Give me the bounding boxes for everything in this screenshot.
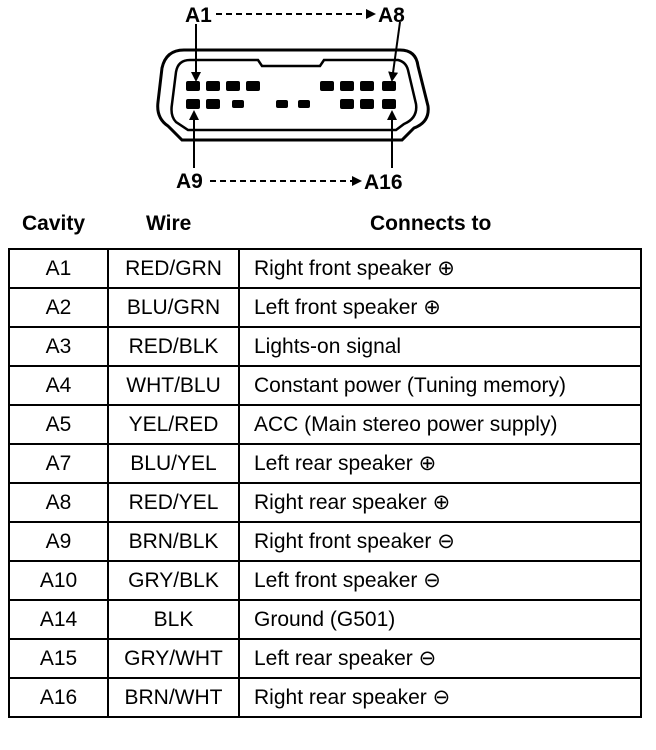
connector-housing-inner: [170, 58, 418, 132]
connects-to-cell: Right rear speaker ⊖: [238, 677, 642, 718]
wire-cell: GRY/BLK: [107, 560, 240, 601]
connects-to-cell: Left rear speaker ⊖: [238, 638, 642, 679]
wire-cell: BLU/YEL: [107, 443, 240, 484]
wire-cell: GRY/WHT: [107, 638, 240, 679]
connects-to-cell: Right front speaker ⊕: [238, 248, 642, 289]
header-cavity: Cavity: [22, 212, 86, 235]
header-wire: Wire: [146, 212, 192, 235]
cavity-cell: A8: [8, 482, 109, 523]
pin-label-a16: A16: [364, 171, 403, 194]
table-row: A14 BLK Ground (G501): [8, 599, 642, 640]
connects-to-cell: Right front speaker ⊖: [238, 521, 642, 562]
connects-to-cell: Right rear speaker ⊕: [238, 482, 642, 523]
pin-cavities: [186, 81, 396, 109]
cavity-cell: A16: [8, 677, 109, 718]
cavity-cell: A3: [8, 326, 109, 367]
connects-to-cell: Ground (G501): [238, 599, 642, 640]
wire-cell: BLK: [107, 599, 240, 640]
connects-to-cell: Left front speaker ⊖: [238, 560, 642, 601]
table-row: A8 RED/YEL Right rear speaker ⊕: [8, 482, 642, 523]
connects-to-cell: Lights-on signal: [238, 326, 642, 367]
table-row: A7 BLU/YEL Left rear speaker ⊕: [8, 443, 642, 484]
header-connects-to: Connects to: [370, 212, 492, 235]
wire-cell: RED/BLK: [107, 326, 240, 367]
connector-diagram: [156, 9, 430, 186]
cavity-cell: A2: [8, 287, 109, 328]
cavity-cell: A10: [8, 560, 109, 601]
table-row: A9 BRN/BLK Right front speaker ⊖: [8, 521, 642, 562]
cavity-cell: A7: [8, 443, 109, 484]
wire-cell: BLU/GRN: [107, 287, 240, 328]
table-row: A15 GRY/WHT Left rear speaker ⊖: [8, 638, 642, 679]
table-row: A2 BLU/GRN Left front speaker ⊕: [8, 287, 642, 328]
table-row: A3 RED/BLK Lights-on signal: [8, 326, 642, 367]
pin-label-a8: A8: [378, 4, 405, 27]
wire-cell: WHT/BLU: [107, 365, 240, 406]
connects-to-cell: ACC (Main stereo power supply): [238, 404, 642, 445]
connects-to-cell: Constant power (Tuning memory): [238, 365, 642, 406]
wire-cell: BRN/BLK: [107, 521, 240, 562]
pin-label-a1: A1: [185, 4, 212, 27]
connects-to-cell: Left rear speaker ⊕: [238, 443, 642, 484]
wire-cell: RED/YEL: [107, 482, 240, 523]
table-row: A10 GRY/BLK Left front speaker ⊖: [8, 560, 642, 601]
cavity-cell: A5: [8, 404, 109, 445]
table-row: A16 BRN/WHT Right rear speaker ⊖: [8, 677, 642, 718]
wire-cell: YEL/RED: [107, 404, 240, 445]
cavity-cell: A14: [8, 599, 109, 640]
table-row: A1 RED/GRN Right front speaker ⊕: [8, 248, 642, 289]
wire-cell: RED/GRN: [107, 248, 240, 289]
table-row: A5 YEL/RED ACC (Main stereo power supply…: [8, 404, 642, 445]
cavity-cell: A15: [8, 638, 109, 679]
connector-housing: [156, 48, 430, 142]
table-row: A4 WHT/BLU Constant power (Tuning memory…: [8, 365, 642, 406]
pin-label-a9: A9: [176, 170, 203, 193]
pinout-table: A1 RED/GRN Right front speaker ⊕ A2 BLU/…: [8, 248, 642, 718]
cavity-cell: A9: [8, 521, 109, 562]
cavity-cell: A1: [8, 248, 109, 289]
a8-pointer: [388, 21, 401, 82]
wire-cell: BRN/WHT: [107, 677, 240, 718]
cavity-cell: A4: [8, 365, 109, 406]
connects-to-cell: Left front speaker ⊕: [238, 287, 642, 328]
